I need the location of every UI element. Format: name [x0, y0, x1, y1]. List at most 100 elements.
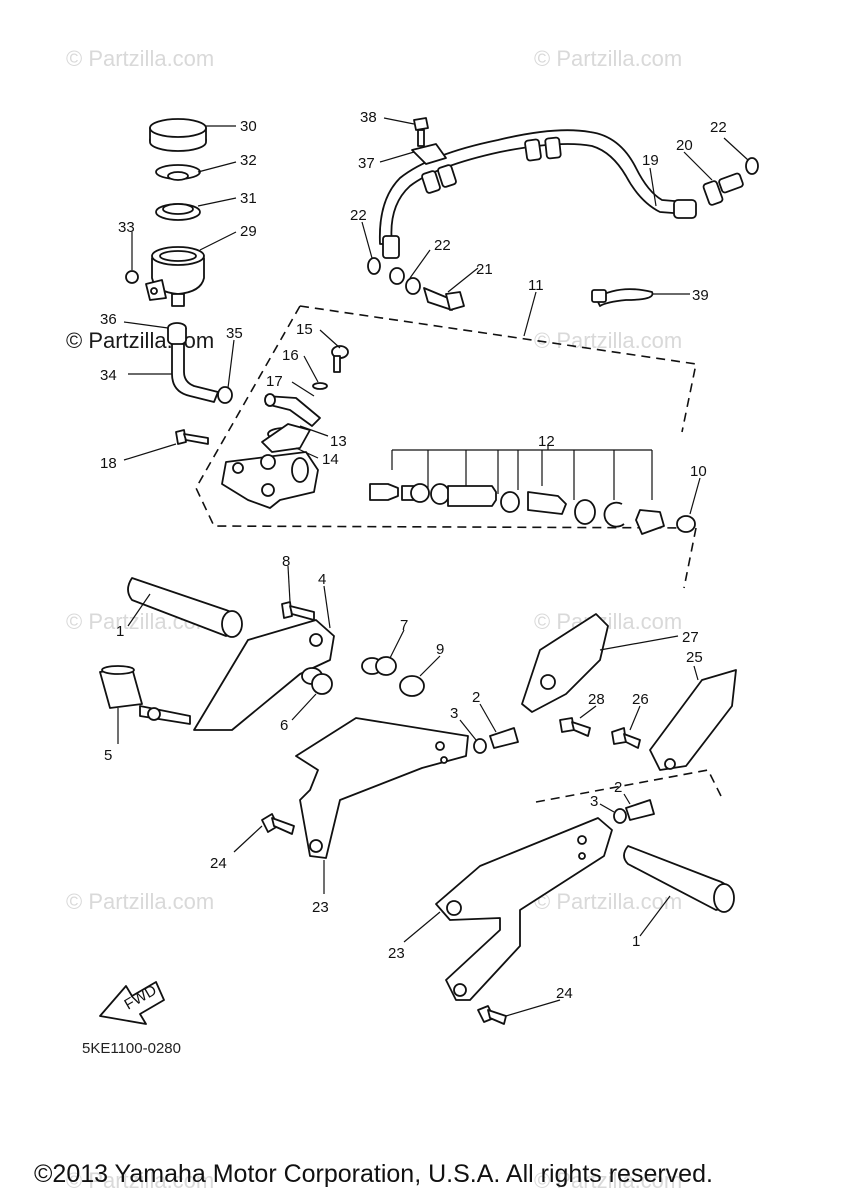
watermark: © Partzilla.com	[66, 1168, 215, 1193]
bushing-7	[361, 656, 397, 676]
reservoir-diaphragm	[155, 164, 201, 181]
callout-17: 17	[266, 373, 283, 390]
washer-16	[312, 382, 328, 390]
shift-rubber-5	[99, 665, 191, 725]
callout-37: 37	[358, 155, 375, 172]
reservoir-nut	[125, 270, 139, 284]
copper-washer-22c	[389, 267, 421, 295]
callout-labels: 30 32 31 29 33 36 35 34 18 38 37 22 22 2…	[100, 109, 727, 1002]
master-cylinder-body	[221, 451, 319, 509]
copyright-notice: ©2013 Yamaha Motor Corporation, U.S.A. A…	[34, 1160, 713, 1188]
footrest-bracket-4	[193, 619, 335, 731]
callout-36: 36	[100, 311, 117, 328]
washer-3a	[473, 738, 487, 754]
reservoir-cap	[149, 118, 207, 152]
watermark: © Partzilla.com	[534, 46, 683, 71]
callout-15: 15	[296, 321, 313, 338]
hose-joint-17	[264, 393, 321, 427]
callout-5: 5	[104, 747, 112, 764]
callout-7: 7	[400, 617, 408, 634]
bolt-26	[611, 727, 641, 749]
callout-26: 26	[632, 691, 649, 708]
watermark: © Partzilla.com	[534, 889, 683, 914]
bolt-28	[559, 717, 591, 737]
callout-33: 33	[118, 219, 135, 236]
callout-20: 20	[676, 137, 693, 154]
rear-bracket-23a	[295, 717, 469, 859]
callout-22: 22	[710, 119, 727, 136]
callout-28: 28	[588, 691, 605, 708]
callout-13: 13	[330, 433, 347, 450]
callout-11: 11	[528, 277, 544, 294]
callout-27: 27	[682, 629, 699, 646]
hose-guide-37	[411, 143, 447, 165]
union-bolt-20	[702, 172, 744, 206]
heel-guard-25	[649, 669, 737, 771]
callout-1: 1	[116, 623, 124, 640]
bolt-18	[175, 429, 209, 445]
callout-32: 32	[240, 152, 257, 169]
bolt-2b	[625, 799, 655, 821]
callout-16: 16	[282, 347, 299, 364]
callout-38: 38	[360, 109, 377, 126]
union-bolt-21	[423, 287, 465, 311]
nut-9	[399, 675, 425, 697]
hose-clamp-35	[217, 386, 233, 404]
rear-bracket-23b	[435, 817, 613, 1001]
nut-10	[676, 515, 696, 533]
leader-lines	[117, 117, 749, 1017]
callout-23: 23	[388, 945, 405, 962]
copper-washer-22b	[367, 257, 381, 275]
callout-10: 10	[690, 463, 707, 480]
callout-3: 3	[590, 793, 598, 810]
copper-washer-22a	[745, 157, 759, 175]
screw-15	[331, 345, 349, 373]
callout-19: 19	[642, 152, 659, 169]
fwd-arrow-icon: FWD	[99, 981, 165, 1025]
heel-guard-27	[521, 613, 609, 713]
watermark: © Partzilla.com	[534, 609, 683, 634]
callout-4: 4	[318, 571, 326, 588]
callout-6: 6	[280, 717, 288, 734]
callout-3: 3	[450, 705, 458, 722]
watermark: © Partzilla.com	[66, 889, 215, 914]
callout-22: 22	[350, 207, 367, 224]
callout-24: 24	[210, 855, 227, 872]
brake-hose	[378, 129, 697, 259]
hose-clip	[167, 322, 187, 346]
callout-9: 9	[436, 641, 444, 658]
callout-29: 29	[240, 223, 257, 240]
callout-8: 8	[282, 553, 290, 570]
watermark: © Partzilla.com	[534, 328, 683, 353]
callout-2: 2	[472, 689, 480, 706]
callout-21: 21	[476, 261, 493, 278]
bolt-24b	[477, 1005, 507, 1025]
diagram-code: 5KE1100-0280	[82, 1040, 181, 1057]
callout-12: 12	[538, 433, 555, 450]
callout-31: 31	[240, 190, 257, 207]
callout-30: 30	[240, 118, 257, 135]
joint-13	[261, 423, 311, 453]
bolt-2a	[489, 727, 519, 749]
reservoir-body	[145, 246, 205, 307]
collar-6	[311, 673, 333, 695]
callout-18: 18	[100, 455, 117, 472]
reservoir-hose	[171, 343, 219, 403]
callout-39: 39	[692, 287, 709, 304]
dash-box-right	[535, 769, 723, 803]
callout-23: 23	[312, 899, 329, 916]
rebuild-kit-12	[369, 449, 665, 535]
footrest-peg-left	[127, 577, 243, 638]
callout-24: 24	[556, 985, 573, 1002]
washer-3b	[613, 808, 627, 824]
watermark: © Partzilla.com	[66, 46, 215, 71]
callout-1: 1	[632, 933, 640, 950]
footrest-peg-right	[623, 845, 735, 913]
callout-25: 25	[686, 649, 703, 666]
callout-2: 2	[614, 779, 622, 796]
cable-tie-39	[591, 288, 654, 307]
callout-22: 22	[434, 237, 451, 254]
watermark: © Partzilla.com	[534, 1168, 683, 1193]
